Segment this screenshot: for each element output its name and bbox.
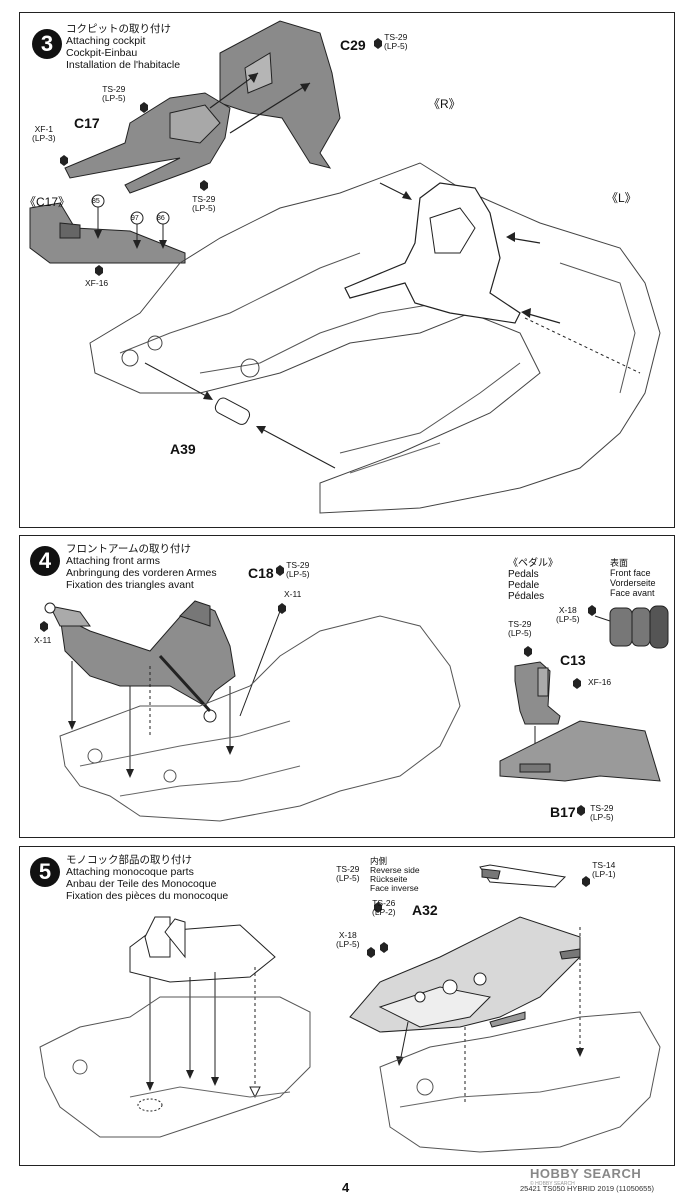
decal-86: 86	[157, 215, 165, 222]
part-label-a32: A32	[412, 902, 438, 918]
title-en: Attaching cockpit	[66, 35, 146, 47]
paint-code: X-18	[338, 930, 357, 940]
front-en: Front face	[610, 568, 651, 578]
paint-code: TS-29	[590, 803, 614, 813]
paint-x11-right: X-11	[284, 589, 302, 599]
part-label-c13: C13	[560, 652, 586, 668]
paint-code: XF-1	[34, 124, 54, 134]
pedals-caption: 《ペダル》 Pedals Pedale Pédales	[508, 558, 558, 602]
paint-code-alt: (LP-5)	[508, 628, 532, 638]
front-face-caption: 表面 Front face Vorderseite Face avant	[610, 558, 656, 598]
title-fr: Fixation des triangles avant	[66, 579, 194, 591]
paint-c18: TS-29(LP-5)	[286, 561, 310, 579]
pedals-en: Pedals	[508, 569, 539, 580]
front-arms-diagram	[40, 565, 669, 822]
paint-code-alt: (LP-5)	[590, 812, 614, 822]
paint-xf16: XF-16	[588, 677, 612, 687]
paint-code-alt: (LP-5)	[192, 203, 216, 213]
paint-b17: TS-29(LP-5)	[590, 804, 614, 822]
step-3-panel: 3 コクピットの取り付け Attaching cockpit Cockpit-E…	[19, 12, 675, 528]
pedals-fr: Pédales	[508, 591, 545, 602]
paint-code-alt: (LP-5)	[384, 41, 408, 51]
paint-code-alt: (LP-5)	[286, 569, 310, 579]
step-4-panel: 4 フロントアームの取り付け Attaching front arms Anbr…	[19, 535, 675, 838]
paint-xf1: XF-1(LP-3)	[32, 125, 56, 143]
paint-code: TS-29	[508, 619, 532, 629]
paint-x18: X-18(LP-5)	[556, 606, 580, 624]
paint-code-alt: (LP-1)	[592, 869, 616, 879]
paint-code-alt: (LP-2)	[372, 907, 396, 917]
paint-ts26: TS-26(LP-2)	[372, 899, 396, 917]
part-label-a39: A39	[170, 441, 196, 457]
paint-x18: X-18(LP-5)	[336, 931, 360, 949]
front-jp: 表面	[610, 558, 629, 568]
paint-x11-left: X-11	[34, 635, 52, 645]
reverse-jp: 内側	[370, 856, 388, 866]
title-fr: Installation de l'habitacle	[66, 59, 181, 71]
part-label-c17: C17	[74, 115, 100, 131]
paint-code-alt: (LP-5)	[336, 873, 360, 883]
paint-code: TS-14	[592, 860, 616, 870]
pedals-de: Pedale	[508, 580, 540, 591]
paint-code-alt: (LP-5)	[102, 93, 126, 103]
view-label-r: 《R》	[428, 97, 461, 111]
title-jp: フロントアームの取り付け	[66, 543, 192, 555]
paint-c29: TS-29(LP-5)	[384, 33, 408, 51]
page-number: 4	[342, 1180, 350, 1195]
step-title: フロントアームの取り付け Attaching front arms Anbrin…	[66, 543, 217, 591]
step-number: 4	[30, 546, 60, 576]
cockpit-assembly-diagram	[29, 20, 661, 514]
title-de: Cockpit-Einbau	[66, 47, 138, 59]
reverse-fr: Face inverse	[370, 883, 419, 893]
paint-ts14: TS-14(LP-1)	[592, 861, 616, 879]
reverse-side-caption: 内側 Reverse side Rückseite Face inverse	[370, 857, 420, 893]
title-de: Anbau der Teile des Monocoque	[66, 878, 217, 890]
part-label-c18: C18	[248, 565, 274, 581]
product-code: 25421 TS050 HYBRID 2019 (11050655)	[520, 1184, 654, 1193]
paint-code-alt: (LP-3)	[32, 133, 56, 143]
decal-85: 85	[92, 198, 100, 205]
paint-c17: TS-29(LP-5)	[102, 85, 126, 103]
paint-code: TS-29	[286, 560, 310, 570]
paint-ts29: TS-29(LP-5)	[336, 865, 360, 883]
title-en: Attaching monocoque parts	[66, 866, 194, 878]
step-number: 5	[30, 857, 60, 887]
paint-code: TS-29	[336, 864, 360, 874]
title-jp: コクピットの取り付け	[66, 23, 171, 35]
paint-code: TS-29	[192, 194, 216, 204]
step-title: コクピットの取り付け Attaching cockpit Cockpit-Ein…	[66, 23, 180, 71]
part-label-c29: C29	[340, 37, 366, 53]
pedals-jp: 《ペダル》	[508, 558, 558, 569]
watermark-logo: HOBBY SEARCH	[530, 1166, 642, 1181]
title-jp: モノコック部品の取り付け	[66, 854, 192, 866]
paint-ts29-pedal: TS-29(LP-5)	[508, 620, 532, 638]
paint-code: TS-26	[372, 898, 396, 908]
detail-label-c17: 《C17》	[24, 195, 71, 209]
paint-xf16: XF-16	[85, 278, 109, 288]
front-de: Vorderseite	[610, 578, 656, 588]
paint-code: TS-29	[384, 32, 408, 42]
monocoque-parts-diagram	[39, 864, 661, 1153]
paint-code: X-18	[558, 605, 577, 615]
title-fr: Fixation des pièces du monocoque	[66, 890, 229, 902]
view-label-l: 《L》	[606, 191, 637, 205]
title-de: Anbringung des vorderen Armes	[66, 567, 217, 579]
reverse-de: Rückseite	[370, 874, 408, 884]
decal-97: 97	[131, 215, 139, 222]
front-fr: Face avant	[610, 588, 655, 598]
reverse-en: Reverse side	[370, 865, 420, 875]
watermark-sub: © HOBBY SEARCH	[530, 1181, 575, 1187]
paint-code: TS-29	[102, 84, 126, 94]
step-5-panel: 5 モノコック部品の取り付け Attaching monocoque parts…	[19, 846, 675, 1166]
paint-ts29-bottom: TS-29(LP-5)	[192, 195, 216, 213]
step-title: モノコック部品の取り付け Attaching monocoque parts A…	[66, 854, 228, 902]
title-en: Attaching front arms	[66, 555, 160, 567]
paint-code-alt: (LP-5)	[556, 614, 580, 624]
part-label-b17: B17	[550, 804, 576, 820]
step-number: 3	[32, 29, 62, 59]
paint-code-alt: (LP-5)	[336, 939, 360, 949]
